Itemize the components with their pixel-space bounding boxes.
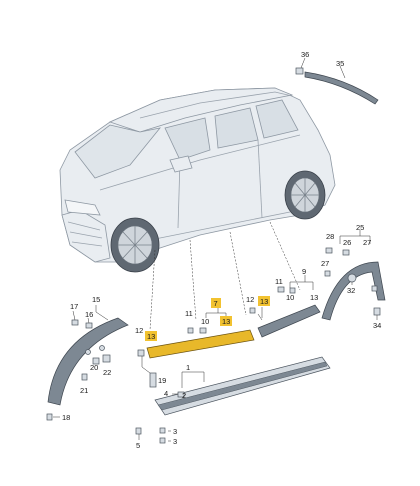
label-27b: 27	[321, 259, 329, 268]
label-10b: 10	[286, 293, 294, 302]
label-21: 21	[80, 386, 88, 395]
label-28: 28	[326, 232, 334, 241]
label-13c: 13	[147, 332, 155, 341]
label-2: 2	[182, 391, 186, 400]
clip-26	[342, 249, 350, 256]
side-mirror	[169, 155, 193, 173]
label-12a: 12	[135, 326, 143, 335]
windshield	[74, 124, 162, 179]
clip-3a	[159, 427, 166, 434]
part-labels: 36 35 25 28 26 27 27 32 34 9 11 10 13 7 …	[62, 50, 381, 450]
clip-3b	[159, 437, 166, 444]
label-9: 9	[302, 267, 306, 276]
label-11b: 11	[275, 277, 283, 286]
label-13c-highlight	[145, 331, 157, 341]
label-25: 25	[356, 223, 364, 232]
front-wheel-arch-trim	[46, 305, 129, 421]
arch-trim-front	[47, 317, 129, 406]
sill-trim-group	[135, 349, 331, 444]
label-10a: 10	[201, 317, 209, 326]
label-34: 34	[373, 321, 381, 330]
clip-22	[102, 354, 111, 363]
label-3b: 3	[173, 437, 177, 446]
clip-21	[81, 373, 88, 381]
front-wheel	[110, 217, 160, 273]
label-1: 1	[186, 363, 190, 372]
clip-27a	[324, 270, 331, 277]
door-line-rear	[257, 139, 263, 219]
clip-36	[295, 67, 304, 75]
clip-10a	[199, 327, 207, 334]
label-11a: 11	[185, 309, 193, 318]
grille	[67, 221, 103, 247]
door-trim-group	[257, 275, 321, 338]
clip-28	[325, 247, 333, 254]
label-35: 35	[336, 59, 344, 68]
rear-wheel-arch-trim	[321, 230, 386, 321]
rear-wheel	[284, 170, 326, 220]
projection-lines	[149, 221, 301, 331]
clip-11a	[187, 327, 194, 334]
door-line-front	[177, 159, 181, 229]
label-7-highlight	[211, 298, 221, 308]
label-26: 26	[343, 238, 351, 247]
headlight	[64, 199, 101, 216]
label-15: 15	[92, 295, 100, 304]
label-7: 7	[214, 299, 218, 308]
label-3a: 3	[173, 427, 177, 436]
label-19: 19	[158, 376, 166, 385]
label-4: 4	[164, 389, 168, 398]
clip-17	[71, 319, 79, 326]
label-13b: 13	[260, 297, 268, 306]
clip-32	[347, 273, 357, 283]
label-13b-highlight	[258, 296, 270, 306]
label-12b: 12	[246, 295, 254, 304]
door-trim-7	[146, 329, 255, 359]
arch-trim-rear	[321, 261, 386, 321]
clip-12a	[137, 349, 145, 357]
label-36: 36	[301, 50, 309, 59]
label-5: 5	[136, 441, 140, 450]
label-20: 20	[90, 363, 98, 372]
roof-rail	[139, 91, 293, 119]
screw-5	[135, 427, 142, 435]
clip-16	[85, 322, 93, 329]
clip-10b	[289, 287, 296, 294]
label-16: 16	[85, 310, 93, 319]
sill-line	[149, 211, 291, 241]
label-22: 22	[103, 368, 111, 377]
side-window-front	[164, 117, 211, 161]
belt-line	[99, 134, 301, 191]
car-roof	[108, 87, 294, 133]
trim-19	[149, 372, 157, 388]
clip-27b	[371, 285, 378, 292]
roof-trim-group	[295, 57, 379, 105]
label-18: 18	[62, 413, 70, 422]
label-13a-highlight	[220, 316, 232, 326]
clip-4	[177, 391, 185, 398]
rear-quarter-window	[255, 99, 299, 139]
door-trim-strip	[257, 304, 321, 338]
label-17: 17	[70, 302, 78, 311]
roof-trim-strip	[304, 71, 379, 105]
label-32: 32	[347, 286, 355, 295]
screw-34	[373, 307, 381, 316]
label-27a: 27	[363, 238, 371, 247]
highlighted-door-trim	[146, 307, 263, 359]
clip-20	[92, 357, 100, 365]
car-illustration	[59, 87, 336, 273]
label-13d: 13	[310, 293, 318, 302]
clip-12b	[249, 307, 256, 314]
clip-11b	[277, 286, 285, 293]
label-13a: 13	[222, 317, 230, 326]
screw-18	[46, 413, 53, 421]
